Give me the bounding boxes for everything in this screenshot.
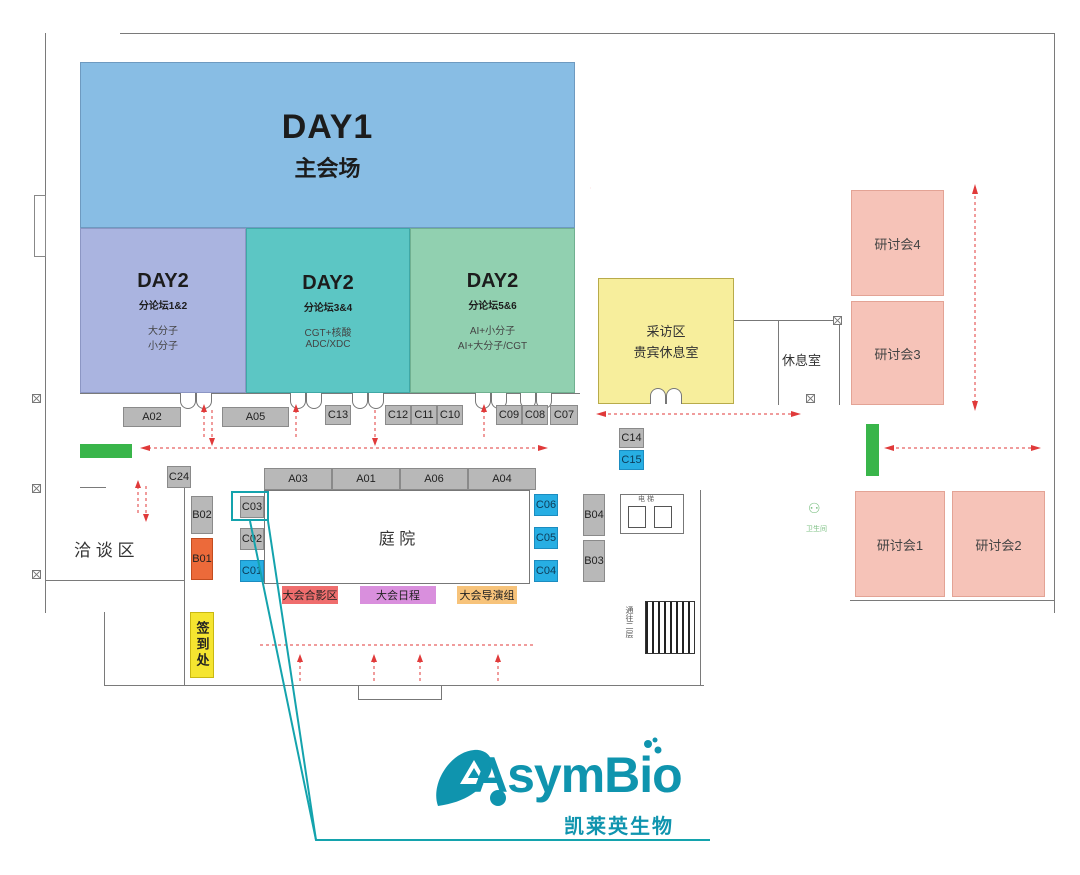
pillar-icon [32, 484, 41, 493]
outer-wall-top [120, 33, 1055, 34]
forum-5-6[interactable]: DAY2 分论坛5&6 AI+小分子 AI+大分子/CGT [410, 228, 575, 393]
pillar-icon [833, 316, 842, 325]
booth-c12[interactable]: C12 [385, 405, 411, 425]
logo-brand: AsymBio [472, 747, 683, 803]
door-icon [650, 388, 666, 404]
vip-room-label: 贵宾休息室 [633, 345, 699, 360]
booth-c13[interactable]: C13 [325, 405, 351, 425]
main-hall-subtitle: 主会场 [294, 155, 361, 181]
hall-bottom-wall [80, 393, 580, 394]
pillar-icon [32, 570, 41, 579]
left-area-bottom [46, 580, 184, 581]
booth-c05[interactable]: C05 [534, 527, 558, 549]
booth-b03[interactable]: B03 [583, 540, 605, 582]
rest-room-outline [734, 320, 840, 405]
booth-b01[interactable]: B01 [191, 538, 213, 580]
booth-c09[interactable]: C09 [496, 405, 522, 425]
booth-a05[interactable]: A05 [222, 407, 289, 427]
lower-left-wall [104, 612, 105, 686]
door-icon [666, 388, 682, 404]
director-team[interactable]: 大会导演组 [457, 586, 517, 604]
booth-a04[interactable]: A04 [468, 468, 536, 490]
interview-vip-room[interactable]: 采访区 贵宾休息室 [598, 278, 734, 404]
stairs [645, 601, 695, 654]
elevator-icon [628, 506, 646, 528]
booth-c07[interactable]: C07 [550, 405, 578, 425]
stairs-label: 通往二层 [625, 606, 634, 638]
checkin-divider [184, 470, 185, 686]
seminar-block-wall [850, 600, 1055, 601]
highlight-box [231, 491, 269, 521]
courtyard-label: 庭 院 [378, 531, 416, 548]
forum-title: DAY2 [302, 271, 354, 294]
forum-subtitle: 分论坛5&6 [468, 300, 517, 312]
outer-wall-left [45, 33, 46, 613]
green-marker [80, 444, 132, 458]
main-hall-title: DAY1 [281, 107, 374, 146]
outer-wall-bottom [184, 685, 704, 686]
checkin-label: 签到处 [194, 621, 210, 669]
seminar-room-1[interactable]: 研讨会1 [855, 491, 945, 597]
forum-topic: 大分子 [148, 325, 178, 337]
photo-area[interactable]: 大会合影区 [282, 586, 338, 604]
booth-c06[interactable]: C06 [534, 494, 558, 516]
forum-topic: CGT+核酸 [304, 327, 352, 339]
outer-wall-right [1054, 33, 1055, 613]
logo-mark-icon [436, 749, 506, 806]
booth-b04[interactable]: B04 [583, 494, 605, 536]
green-marker [866, 424, 879, 476]
elevator-label: 电 梯 [638, 496, 654, 503]
seminar-room-3[interactable]: 研讨会3 [851, 301, 944, 405]
forum-topic: AI+小分子 [469, 325, 516, 337]
interview-room-label: 采访区 [646, 324, 686, 339]
checkin-desk[interactable]: 签到处 [190, 612, 214, 678]
booth-a06[interactable]: A06 [400, 468, 468, 490]
restroom-label: 卫生间 [806, 526, 827, 533]
schedule-board[interactable]: 大会日程 [360, 586, 436, 604]
booth-a02[interactable]: A02 [123, 407, 181, 427]
restroom-icon: ⚇ [808, 500, 821, 516]
courtyard: 庭 院 [264, 490, 530, 584]
forum-topic: ADC/XDC [305, 338, 351, 350]
forum-3-4[interactable]: DAY2 分论坛3&4 CGT+核酸 ADC/XDC [246, 228, 410, 393]
elevator-icon [654, 506, 672, 528]
forum-title: DAY2 [137, 269, 189, 292]
asymbio-logo: AsymBio 凯莱英生物 [430, 737, 700, 838]
pillar-icon [806, 394, 815, 403]
rest-room-label: 休息室 [782, 353, 822, 368]
forum-topic: 小分子 [148, 340, 178, 352]
negotiation-divider [80, 487, 106, 488]
seminar-room-4[interactable]: 研讨会4 [851, 190, 944, 296]
forum-1-2[interactable]: DAY2 分论坛1&2 大分子 小分子 [80, 228, 246, 393]
booth-b02[interactable]: B02 [191, 496, 213, 534]
main-hall[interactable]: DAY1 主会场 [80, 62, 575, 228]
forum-title: DAY2 [466, 269, 519, 292]
booth-c01[interactable]: C01 [240, 560, 264, 582]
booth-c15[interactable]: C15 [619, 450, 644, 470]
rest-room-divider [778, 320, 779, 405]
main-entrance [358, 686, 442, 700]
booth-c03[interactable]: C03 [240, 496, 264, 518]
forum-subtitle: 分论坛3&4 [303, 302, 353, 314]
logo-chinese: 凯莱英生物 [564, 816, 674, 838]
booth-c04[interactable]: C04 [534, 560, 558, 582]
forum-topic: AI+大分子/CGT [457, 340, 528, 352]
booth-c08[interactable]: C08 [522, 405, 548, 425]
booth-c24[interactable]: C24 [167, 466, 191, 488]
booth-c10[interactable]: C10 [437, 405, 463, 425]
outer-wall-bottom-left [104, 685, 184, 686]
negotiation-area-label: 洽 谈 区 [74, 541, 135, 560]
left-window [34, 195, 46, 257]
pillar-icon [32, 394, 41, 403]
right-lower-wall [700, 490, 701, 685]
logo-dots-icon [644, 737, 662, 754]
booth-c11[interactable]: C11 [411, 405, 437, 425]
booth-a03[interactable]: A03 [264, 468, 332, 490]
forum-subtitle: 分论坛1&2 [138, 300, 188, 312]
booth-c14[interactable]: C14 [619, 428, 644, 448]
seminar-room-2[interactable]: 研讨会2 [952, 491, 1045, 597]
booth-a01[interactable]: A01 [332, 468, 400, 490]
